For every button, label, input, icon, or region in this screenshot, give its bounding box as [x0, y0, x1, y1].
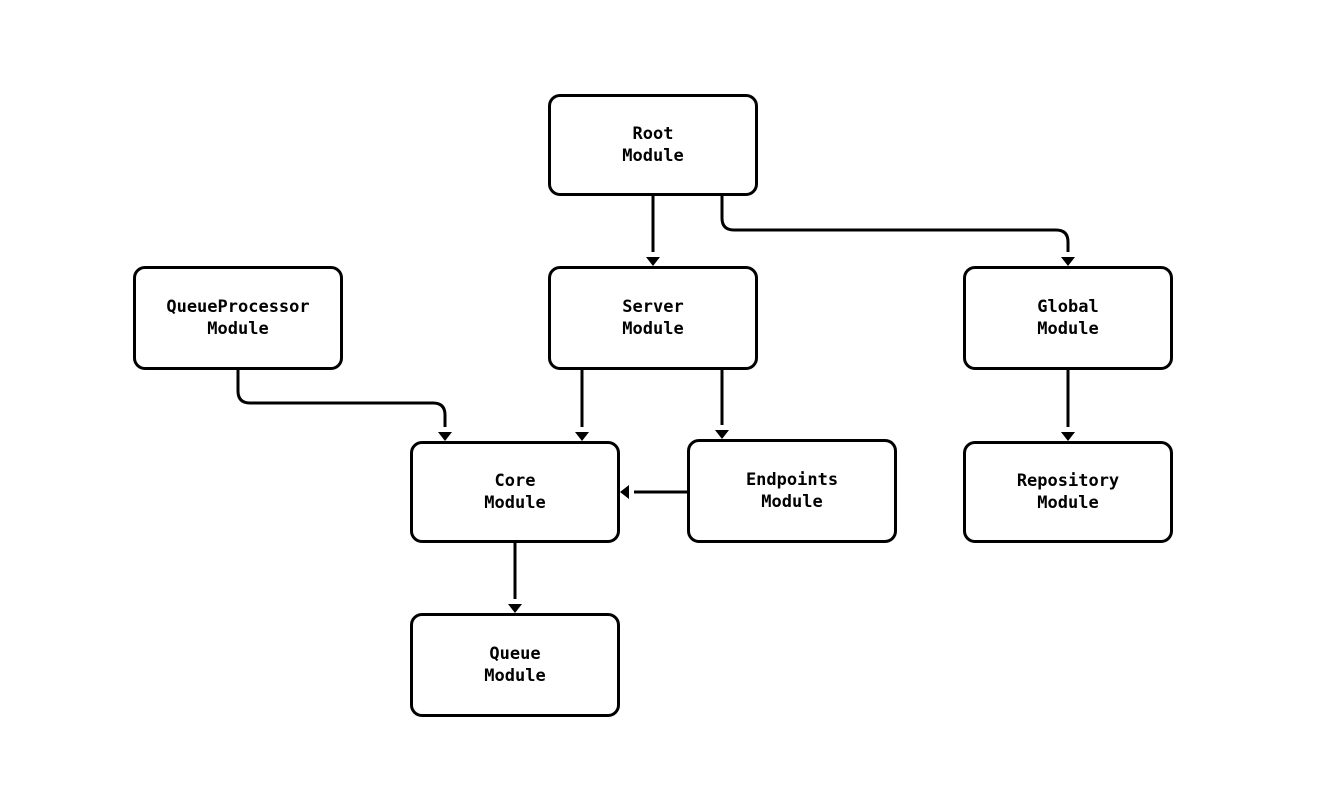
edge-root-to-global [720, 196, 1070, 252]
node-global-subtitle: Module [1037, 319, 1099, 339]
arrowhead-queueprocessor-to-core [438, 432, 452, 441]
node-queue-subtitle: Module [484, 666, 546, 686]
node-core-subtitle: Module [484, 493, 546, 513]
arrowhead-server-to-core [575, 432, 589, 441]
node-repository-title: Repository [1016, 471, 1120, 491]
node-root-title: Root [632, 124, 674, 144]
node-queue-title: Queue [489, 644, 541, 664]
node-global-title: Global [1037, 297, 1099, 317]
node-queueprocessor-subtitle: Module [207, 319, 269, 339]
node-endpoints-subtitle: Module [761, 492, 823, 512]
edges-group [236, 196, 1075, 613]
arrowhead-root-to-global [1061, 257, 1075, 266]
node-core-title: Core [494, 471, 536, 491]
arrowhead-global-to-repository [1061, 432, 1075, 441]
node-queueprocessor-title: QueueProcessor [166, 297, 310, 317]
arrowhead-root-to-server [646, 257, 660, 266]
node-repository-subtitle: Module [1037, 493, 1099, 513]
arrowhead-endpoints-to-core [620, 485, 629, 499]
node-server-title: Server [622, 297, 684, 317]
arrowhead-core-to-queue [508, 604, 522, 613]
node-root-subtitle: Module [622, 146, 684, 166]
arrowhead-server-to-endpoints [715, 430, 729, 439]
edge-queueprocessor-to-core [236, 370, 447, 427]
node-server-subtitle: Module [622, 319, 684, 339]
node-endpoints-title: Endpoints [745, 470, 839, 490]
